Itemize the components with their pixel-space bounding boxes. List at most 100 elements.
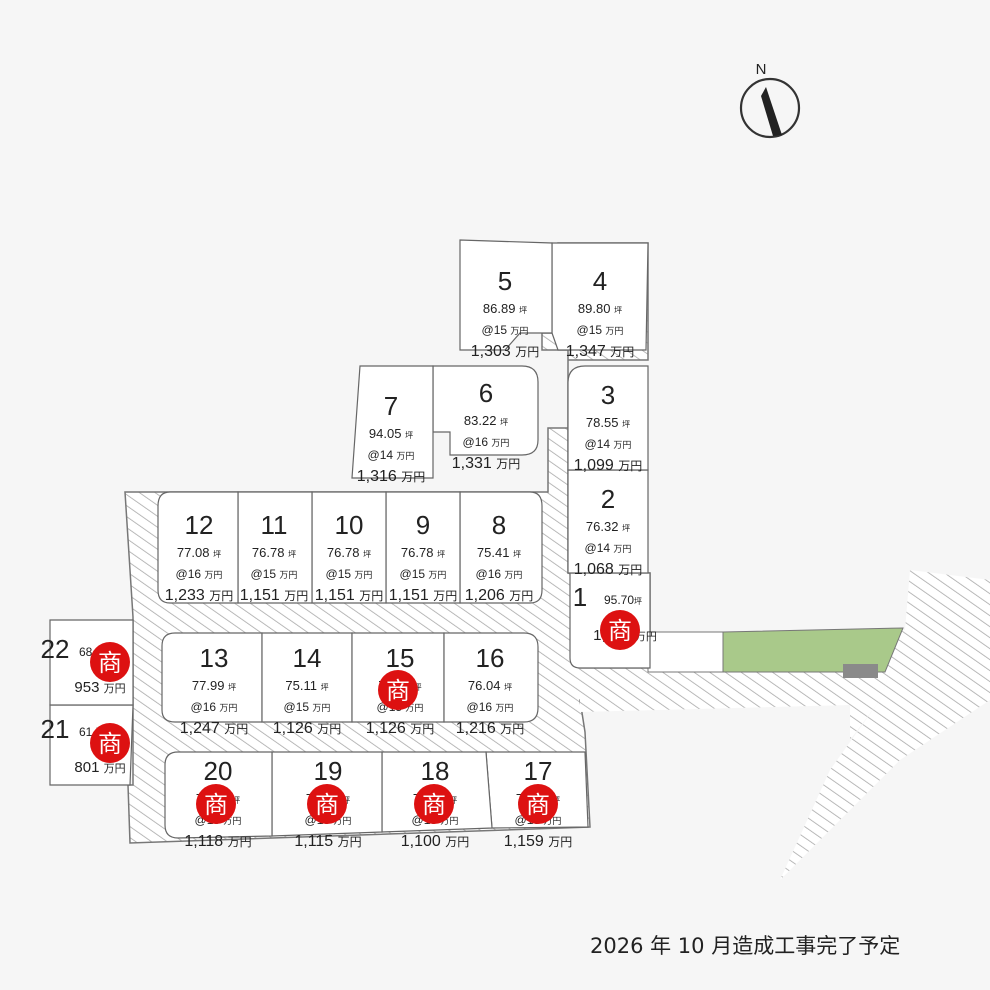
lot-21-sold-badge: 商 <box>90 723 130 763</box>
lot-22-label: 2268.80坪953 万円 <box>41 634 126 696</box>
lot-16-price-per: @16 万円 <box>467 700 514 714</box>
lot-2-area: 76.32 坪 <box>586 519 630 534</box>
lot-10-price: 1,151 万円 <box>315 587 384 604</box>
lot-7-shape[interactable] <box>351 365 434 479</box>
lot-7-number: 7 <box>384 391 398 421</box>
lot-5-area: 86.89 坪 <box>483 301 527 316</box>
lot-12-price-per: @16 万円 <box>176 567 223 581</box>
lot-22-sold-label: 商 <box>98 649 122 677</box>
lot-5-price-per: @15 万円 <box>482 323 529 337</box>
lot-2-label: 2 76.32 坪 @14 万円 1,068 万円 <box>574 484 643 578</box>
lot-6-shape[interactable] <box>432 365 539 456</box>
lot-16-number: 16 <box>476 643 505 673</box>
lot-9-price-per: @15 万円 <box>400 567 447 581</box>
lot-21-sold-circle <box>90 723 130 763</box>
lot-10-area: 76.78 坪 <box>327 545 371 560</box>
lot-16-price: 1,216 万円 <box>456 720 525 737</box>
lot-17-number: 17 <box>524 756 553 786</box>
lot-2-price: 1,068 万円 <box>574 561 643 578</box>
lot-20-sold-badge: 商 <box>196 784 236 824</box>
lot-3-number: 3 <box>601 380 615 410</box>
lot-9-price: 1,151 万円 <box>389 587 458 604</box>
lot-13-price-per: @16 万円 <box>191 700 238 714</box>
lot-9-number: 9 <box>416 510 430 540</box>
lot-15-price: 1,126 万円 <box>366 720 435 737</box>
lot-20-price: 1,118 万円 <box>184 833 251 850</box>
lot-17-sold-badge: 商 <box>518 784 558 824</box>
lot-19-sold-circle <box>307 784 347 824</box>
lot-18-sold-label: 商 <box>422 791 446 819</box>
lot-6-price-per: @16 万円 <box>463 435 510 449</box>
lot-15-number: 15 <box>386 643 415 673</box>
lot-13-shape[interactable] <box>161 632 263 723</box>
lot-15-sold-badge: 商 <box>378 670 418 710</box>
lot-22-number: 22 <box>41 634 70 664</box>
lot-21-sold-label: 商 <box>98 730 122 758</box>
lot-10-price-per: @15 万円 <box>326 567 373 581</box>
lot-13-number: 13 <box>200 643 229 673</box>
lot-13-label: 13 77.99 坪 @16 万円 1,247 万円 <box>180 643 249 737</box>
lot-1-sold-badge: 商 <box>600 610 640 650</box>
lot-7-price-per: @14 万円 <box>368 448 415 462</box>
lot-20-number: 20 <box>204 756 233 786</box>
lot-14-price: 1,126 万円 <box>273 720 342 737</box>
lot-21-number: 21 <box>41 714 70 744</box>
lot-6-label: 6 83.22 坪 @16 万円 1,331 万円 <box>452 378 521 472</box>
lot-4-price: 1,347 万円 <box>566 343 635 360</box>
lot-10-number: 10 <box>335 510 364 540</box>
lot-7-label: 7 94.05 坪 @14 万円 1,316 万円 <box>357 391 426 485</box>
lot-17-sold-circle <box>518 784 558 824</box>
lot-5-number: 5 <box>498 266 512 296</box>
lot-6-number: 6 <box>479 378 493 408</box>
lot-3-shape[interactable] <box>567 365 649 471</box>
lot-1-sold-label: 商 <box>608 617 632 645</box>
lot-5-price: 1,303 万円 <box>471 343 540 360</box>
lot-16-area: 76.04 坪 <box>468 678 512 693</box>
completion-note: 2026 年 10 月造成工事完了予定 <box>590 934 901 958</box>
lot-8-area: 75.41 坪 <box>477 545 521 560</box>
lot-4-number: 4 <box>593 266 607 296</box>
lot-20-sold-label: 商 <box>204 791 228 819</box>
lot-13-price: 1,247 万円 <box>180 720 249 737</box>
lot-11-price-per: @15 万円 <box>251 567 298 581</box>
structure-block <box>843 664 878 678</box>
lot-12-area: 77.08 坪 <box>177 545 221 560</box>
lot-11-price: 1,151 万円 <box>240 587 309 604</box>
lot-22-sold-badge: 商 <box>90 642 130 682</box>
lot-8-shape[interactable] <box>459 491 543 604</box>
lot-19-sold-label: 商 <box>315 791 339 819</box>
lot-20-sold-circle <box>196 784 236 824</box>
compass-label: N <box>756 61 767 78</box>
lot-15-sold-label: 商 <box>386 677 410 705</box>
lot-6-price: 1,331 万円 <box>452 455 521 472</box>
lot-18-sold-badge: 商 <box>414 784 454 824</box>
lot-2-number: 2 <box>601 484 615 514</box>
lot-15-sold-circle <box>378 670 418 710</box>
lot-17-price: 1,159 万円 <box>504 833 573 850</box>
lot-2-price-per: @14 万円 <box>585 541 632 555</box>
lot-9-area: 76.78 坪 <box>401 545 445 560</box>
lot-12-shape[interactable] <box>157 491 239 604</box>
lot-16-shape[interactable] <box>443 632 539 723</box>
lot-12-price: 1,233 万円 <box>165 587 234 604</box>
lot-7-price: 1,316 万円 <box>357 468 426 485</box>
lot-5-shape[interactable] <box>459 239 553 351</box>
lot-13-area: 77.99 坪 <box>192 678 236 693</box>
lot-1-sold-circle <box>600 610 640 650</box>
lot-6-area: 83.22 坪 <box>464 413 508 428</box>
lot-18-number: 18 <box>421 756 450 786</box>
lane-area <box>647 631 724 673</box>
lot-19-price: 1,115 万円 <box>294 833 361 850</box>
lot-22-sold-circle <box>90 642 130 682</box>
lot-14-area: 75.11 坪 <box>285 678 328 693</box>
lot-7-area: 94.05 坪 <box>369 426 413 441</box>
lot-17-sold-label: 商 <box>526 791 550 819</box>
lot-8-number: 8 <box>492 510 506 540</box>
lot-18-price: 1,100 万円 <box>401 833 470 850</box>
lot-3-area: 78.55 坪 <box>586 415 630 430</box>
